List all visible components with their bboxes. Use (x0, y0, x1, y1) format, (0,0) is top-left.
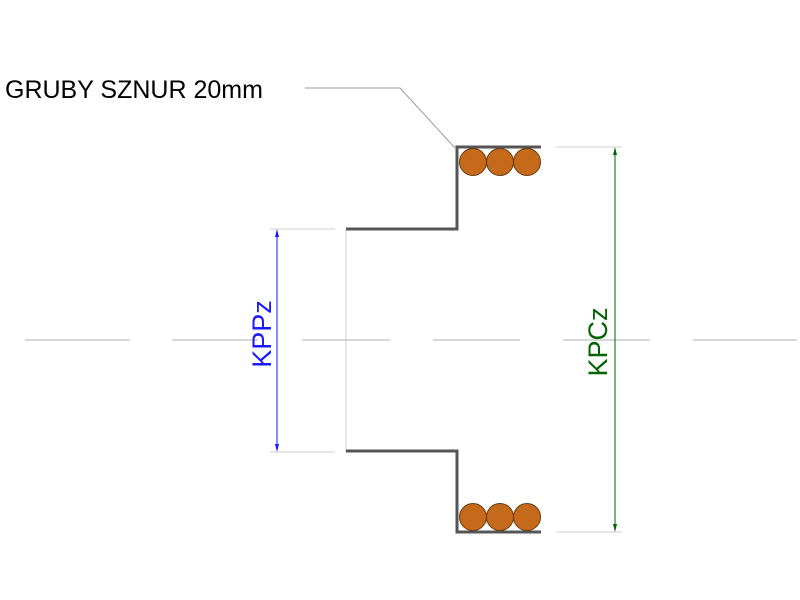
inner-dimension: KPPz (247, 229, 279, 452)
cord-sections (459, 148, 541, 531)
leader-label: GRUBY SZNUR 20mm (5, 76, 263, 104)
cord-circle (486, 503, 514, 531)
leader-line (305, 87, 456, 149)
outer-dimension-label: KPCz (583, 307, 613, 376)
cord-circle (513, 148, 541, 176)
groove-profile (346, 145, 541, 534)
outer-dimension: KPCz (583, 147, 617, 532)
cord-circle (513, 503, 541, 531)
profile-top (346, 145, 541, 231)
cord-circle (459, 503, 487, 531)
cord-circle (459, 148, 487, 176)
outer-dimension-arrow-top (613, 147, 617, 155)
inner-dimension-arrow-bottom (275, 444, 279, 452)
profile-bottom (346, 449, 541, 534)
inner-dimension-label: KPPz (247, 300, 277, 368)
outer-dimension-arrow-bottom (613, 524, 617, 532)
cord-circle (486, 148, 514, 176)
extension-lines (270, 146, 622, 533)
inner-dimension-arrow-top (275, 229, 279, 237)
